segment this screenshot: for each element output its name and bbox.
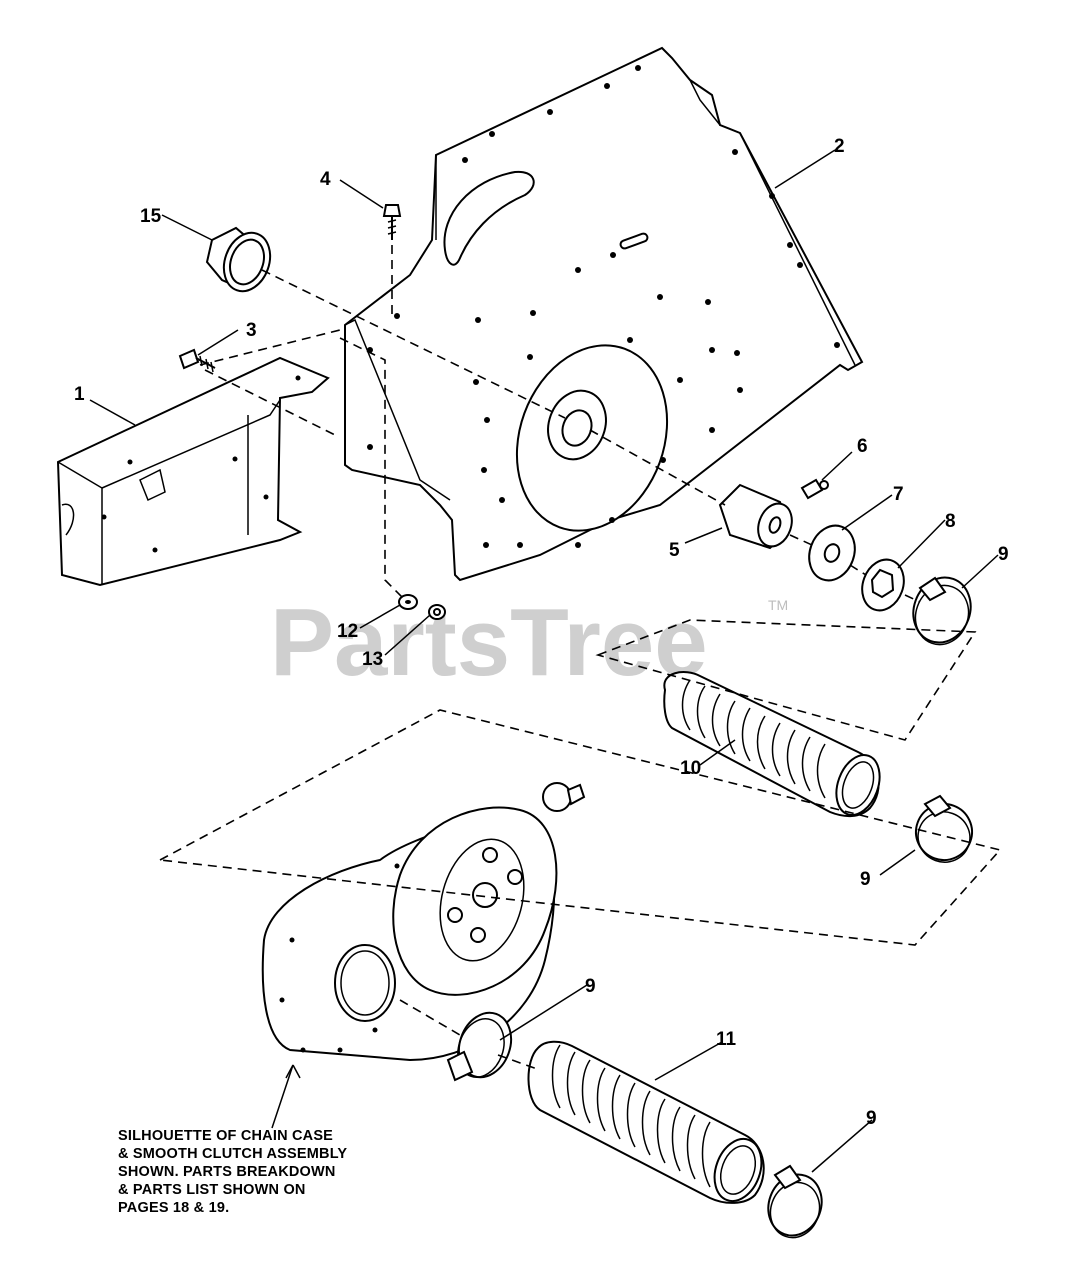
part-10-boot[interactable] (663, 671, 887, 821)
note-line: & SMOOTH CLUTCH ASSEMBLY (118, 1146, 347, 1162)
part-9-clamp-lower-left[interactable] (446, 1005, 520, 1084)
callout-3[interactable]: 3 (246, 320, 257, 341)
callout-12[interactable]: 12 (337, 621, 358, 642)
part-11-boot[interactable] (527, 1040, 769, 1208)
note-line: SILHOUETTE OF CHAIN CASE (118, 1128, 333, 1144)
part-9-clamp-middle[interactable] (908, 794, 980, 869)
part-13-nut[interactable] (428, 604, 446, 620)
callout-1[interactable]: 1 (74, 384, 85, 405)
part-4-bolt[interactable] (382, 204, 402, 240)
part-3-bolt[interactable] (178, 348, 216, 373)
note-line: & PARTS LIST SHOWN ON (118, 1182, 306, 1198)
callout-8[interactable]: 8 (945, 511, 956, 532)
part-5-coupler[interactable] (718, 483, 798, 551)
part-7-washer[interactable] (802, 519, 862, 587)
callout-5[interactable]: 5 (669, 540, 680, 561)
callout-2[interactable]: 2 (834, 136, 845, 157)
callout-9-middle[interactable]: 9 (860, 869, 871, 890)
watermark-trademark: TM (768, 597, 788, 613)
note-line: PAGES 18 & 19. (118, 1200, 229, 1216)
part-12-washer[interactable] (398, 594, 418, 610)
part-6-grease-fitting[interactable] (800, 478, 829, 500)
silhouette-note: SILHOUETTE OF CHAIN CASE & SMOOTH CLUTCH… (118, 1128, 347, 1216)
note-line: SHOWN. PARTS BREAKDOWN (118, 1164, 336, 1180)
part-2-side-panel[interactable] (344, 46, 864, 582)
leader-lines (89, 149, 999, 1173)
callout-9-upper[interactable]: 9 (998, 544, 1009, 565)
callout-9-bottom[interactable]: 9 (866, 1108, 877, 1129)
callout-9-lower[interactable]: 9 (585, 976, 596, 997)
assembly-lines (157, 245, 1002, 1071)
callout-labels: 1 2 3 4 5 6 7 8 9 10 9 9 11 9 12 13 15 (74, 136, 1009, 1129)
part-1-bracket[interactable] (56, 356, 330, 587)
callout-6[interactable]: 6 (857, 436, 868, 457)
watermark: PartsTree (270, 589, 708, 696)
callout-10[interactable]: 10 (680, 758, 701, 779)
part-9-clamp-upper[interactable] (904, 569, 979, 652)
part-15-bushing[interactable] (205, 226, 278, 297)
callout-15[interactable]: 15 (140, 206, 162, 227)
callout-7[interactable]: 7 (893, 484, 904, 505)
callout-11[interactable]: 11 (716, 1029, 737, 1050)
callout-13[interactable]: 13 (362, 649, 383, 670)
part-9-clamp-bottom-right[interactable] (760, 1164, 830, 1245)
part-8-lock-washer[interactable] (855, 554, 910, 617)
chain-case-silhouette[interactable] (261, 782, 586, 1062)
callout-4[interactable]: 4 (320, 169, 331, 190)
